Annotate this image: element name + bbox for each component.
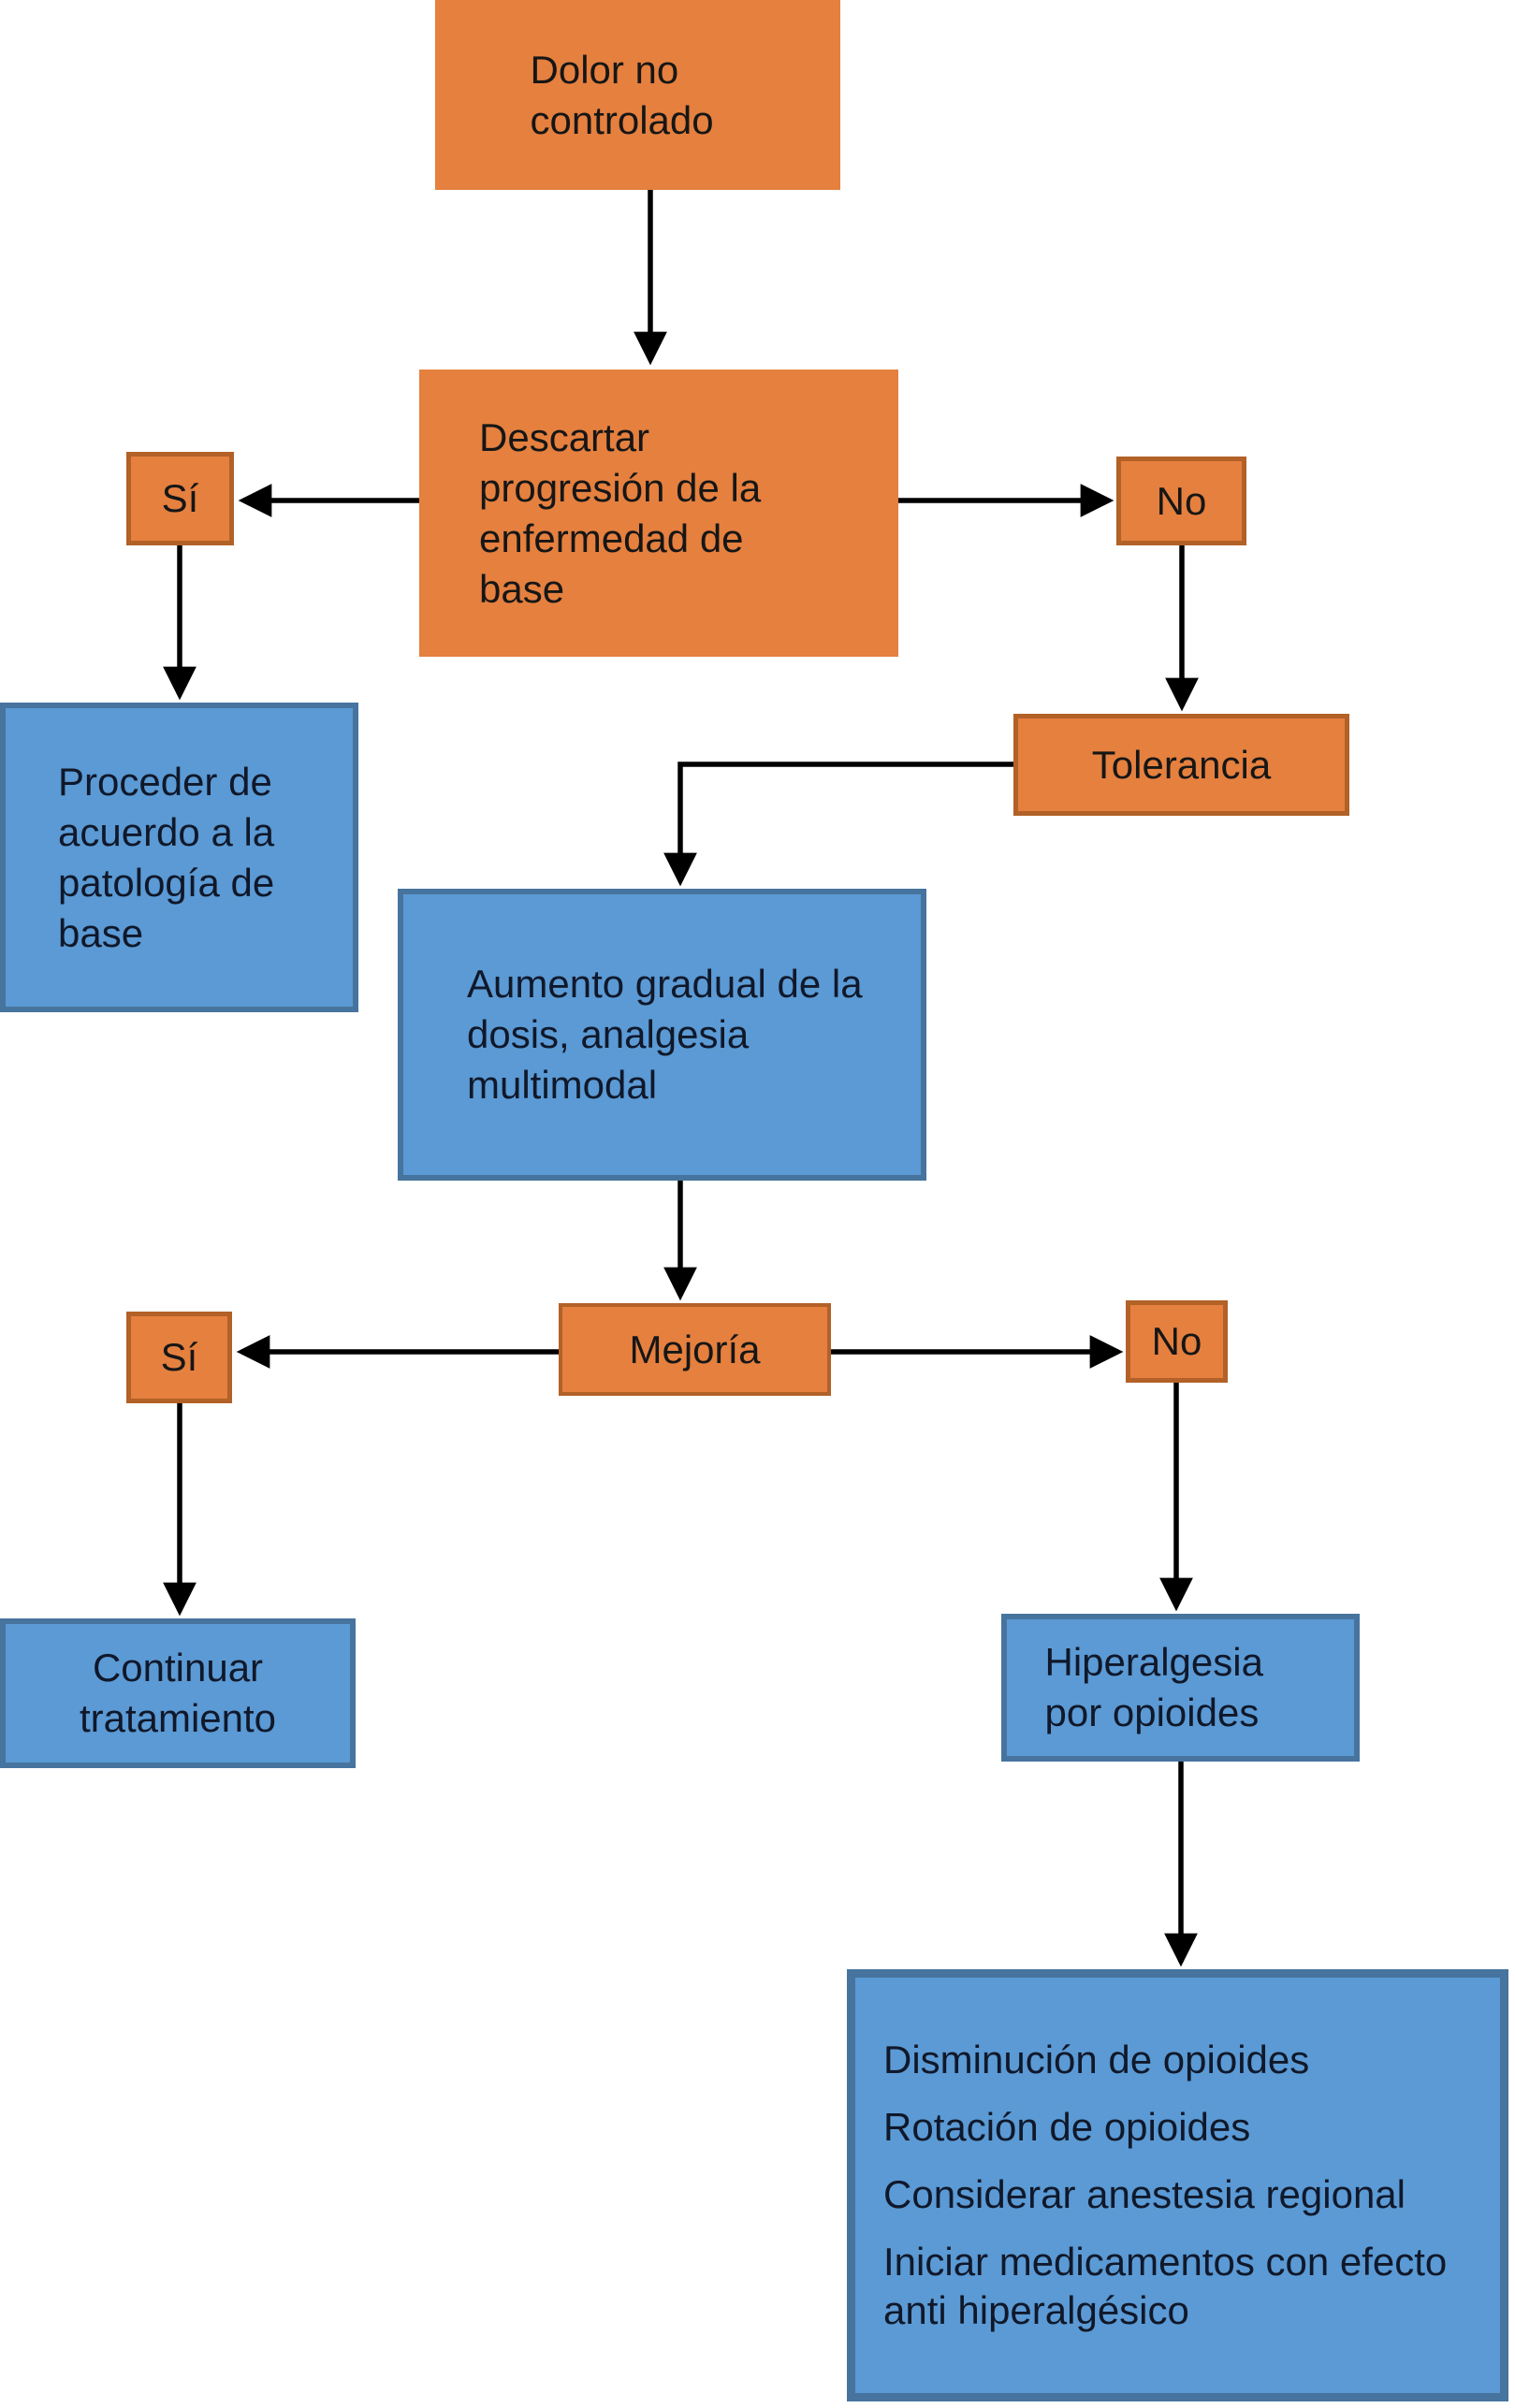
node-label: Sí [161,476,199,520]
connector-tolerancia-aumento [663,762,1013,887]
node-no-2: No [1126,1300,1228,1383]
node-label: No [1151,1319,1202,1363]
node-hiperalgesia-opioides: Hiperalgesia por opioides [1001,1614,1360,1762]
node-mejoria: Mejoría [559,1303,831,1396]
node-label: Sí [160,1335,198,1379]
node-si-2: Sí [126,1312,232,1403]
node-continuar-tratamiento: Continuar tratamiento [0,1618,356,1768]
final-item: Considerar anestesia regional [883,2172,1406,2216]
node-label: Tolerancia [1091,742,1272,787]
node-label: Descartar progresión de la enfermedad de… [479,414,762,611]
node-no-1: No [1116,457,1246,545]
node-label: Dolor no controlado [530,47,714,142]
node-label: Continuar tratamiento [79,1646,277,1740]
final-item: Rotación de opioides [883,2105,1251,2149]
node-descartar-progresion: Descartar progresión de la enfermedad de… [419,370,898,657]
final-item: Iniciar medicamentos con efecto anti hip… [883,2240,1448,2332]
node-aumento-dosis: Aumento gradual de la dosis, analgesia m… [398,889,926,1181]
node-label: Mejoría [629,1327,761,1371]
node-label: Proceder de acuerdo a la patología de ba… [58,759,275,955]
final-item: Disminución de opioides [883,2038,1310,2082]
node-proceder-patologia: Proceder de acuerdo a la patología de ba… [0,703,358,1012]
node-label: Aumento gradual de la dosis, analgesia m… [467,962,863,1107]
node-label-list: Disminución de opioides Rotación de opio… [883,2036,1482,2335]
node-si-1: Sí [126,452,234,545]
node-tolerancia: Tolerancia [1013,714,1349,816]
node-label: No [1156,478,1207,523]
node-label: Hiperalgesia por opioides [1044,1640,1263,1734]
node-acciones-finales: Disminución de opioides Rotación de opio… [847,1969,1508,2401]
node-dolor-no-controlado: Dolor no controlado [435,0,840,190]
